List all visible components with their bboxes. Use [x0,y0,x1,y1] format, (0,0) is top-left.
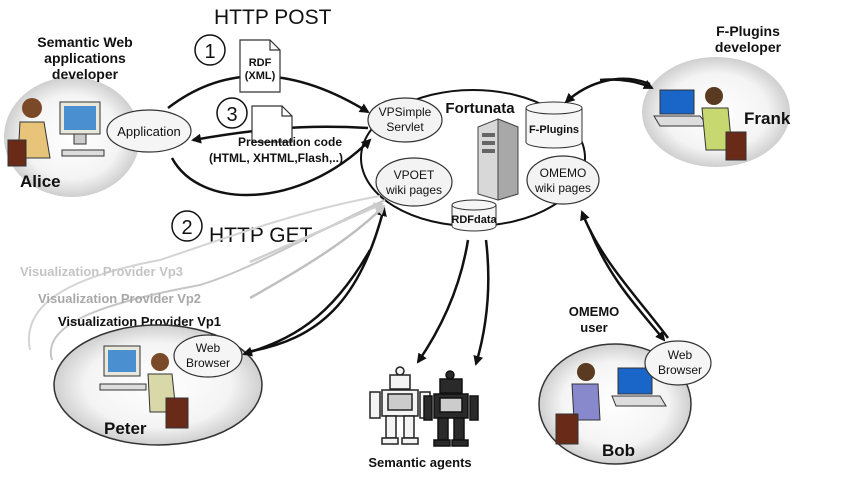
vp3-arrow [249,202,384,264]
http-get-label: HTTP GET [209,224,313,247]
svg-text:Semantic Web: Semantic Web [37,34,132,50]
frank-name: Frank [744,109,791,128]
rdfdata-label: RDFdata [451,214,497,226]
rdf-doc-label-2: (XML) [245,70,276,82]
vpsimple-label: VPSimple [379,105,432,119]
step-3-number: 3 [226,104,237,126]
vp1-label: Visualization Provider Vp1 [58,314,221,329]
step-1-number: 1 [204,41,215,63]
vpoet-wiki-label: wiki pages [385,183,442,197]
agent1-arrow [416,239,470,364]
alice-figure [7,98,105,167]
fortunata-frank-arrow [599,78,654,90]
step-1-badge [194,34,226,66]
omemo-bob-arrow [588,229,666,342]
peter-browser-label-1: Web [196,341,221,355]
server-icon [477,118,519,201]
step-2-badge [171,210,203,242]
vpoet-label: VPOET [394,168,435,182]
presentation-label-1: Presentation code [238,135,342,149]
rdf-doc-label-1: RDF [249,57,272,69]
alice-title: Semantic Web applications developer [37,34,132,82]
peter-vpoet-arrow [245,206,387,354]
robot-white-icon [369,366,431,445]
peter-figure [99,345,189,429]
frank-fortunata-arrow [564,77,651,104]
fplugins-label: F-Plugins [529,124,579,136]
frank-title-line2: developer [715,39,782,55]
omemo-label: OMEMO [540,166,587,180]
vp3-loop [27,195,381,351]
application-node[interactable] [106,109,192,153]
robot-black-icon [423,370,479,447]
bob-figure [555,363,667,445]
frank-title-line1: F-Plugins [716,23,780,39]
bob-title-line1: OMEMO [569,304,620,319]
presentation-label-2: (HTML, XHTML,Flash,..) [209,151,343,165]
bob-browser-label-1: Web [668,348,693,362]
svg-text:developer: developer [52,66,119,82]
bob-browser-label-2: Browser [658,363,702,377]
http-get-arrow [170,138,372,197]
omemo-wiki-label: wiki pages [534,181,591,195]
fplugins-database-icon [525,101,583,149]
vp3-label: Visualization Provider Vp3 [20,264,183,279]
servlet-label: Servlet [386,120,424,134]
rdf-document-icon [239,39,281,93]
rdfdata-database-icon [451,199,497,232]
fortunata-title: Fortunata [445,100,515,117]
bob-omemo-arrow [580,210,670,339]
alice-name: Alice [20,172,61,191]
vpoet-peter-arrow [242,249,372,357]
vpoet-wiki-node[interactable] [375,157,453,207]
agent2-arrow [473,239,490,366]
svg-text:applications: applications [44,50,126,66]
omemo-wiki-node[interactable] [526,155,600,205]
bob-title-line2: user [580,320,607,335]
peter-browser-label-2: Browser [186,356,230,370]
application-label: Application [117,124,181,139]
vp2-label: Visualization Provider Vp2 [38,291,201,306]
bob-web-browser[interactable] [644,340,712,386]
presentation-document-icon [251,105,293,143]
step-2-number: 2 [181,217,192,239]
frank-figure [653,87,747,161]
peter-name: Peter [104,419,147,438]
vpsimple-servlet-node[interactable] [367,97,443,143]
http-post-label: HTTP POST [214,6,332,29]
bob-name: Bob [602,441,635,460]
step-3-badge [216,97,248,129]
vp2-arrow [249,204,386,300]
peter-web-browser[interactable] [173,334,243,378]
semantic-agents-label: Semantic agents [368,455,471,470]
